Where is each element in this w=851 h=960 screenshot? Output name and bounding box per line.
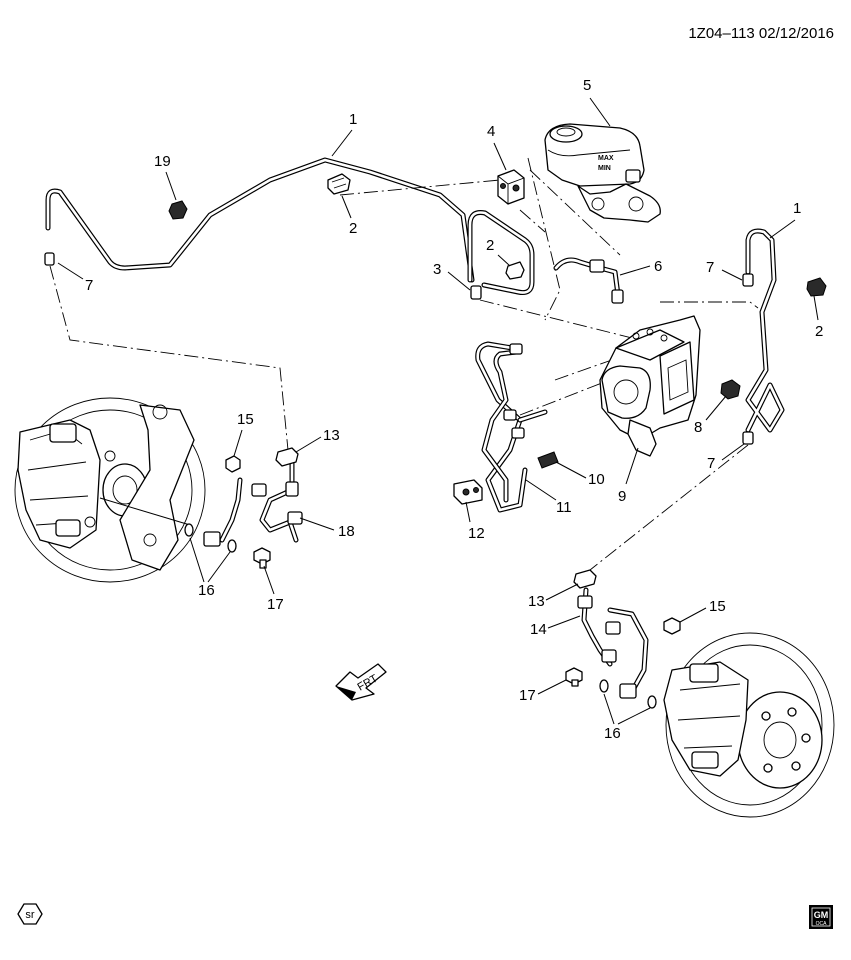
brake-pipe-left [45, 157, 475, 283]
callout-number-c2b: 2 [486, 237, 494, 254]
callout-1-right: 1 [769, 200, 801, 239]
brake-pipe-loop [467, 210, 535, 295]
front-direction-arrow: FRT [335, 663, 387, 701]
brake-hose-6: 6 [553, 257, 662, 304]
callout-number-c16b: 16 [604, 725, 621, 742]
callout-number-c7c: 7 [707, 455, 715, 472]
clip-8: 8 [694, 379, 741, 436]
callout-number-c14: 14 [530, 621, 547, 638]
callout-number-c17a: 17 [267, 596, 284, 613]
fitting-7-right-upper: 7 [706, 259, 754, 287]
callout-number-c6: 6 [654, 258, 662, 275]
callout-number-c7a: 7 [85, 277, 93, 294]
callout-number-c4: 4 [487, 123, 495, 140]
abs-module-9: 9 [599, 315, 701, 505]
callout-number-c15b: 15 [709, 598, 726, 615]
callout-number-c13a: 13 [323, 427, 340, 444]
callout-number-c15a: 15 [237, 411, 254, 428]
callout-number-c1b: 1 [793, 200, 801, 217]
diagram-reference: 1Z04–113 02/12/2016 [688, 25, 834, 42]
callout-number-c9: 9 [618, 488, 626, 505]
brake-pipe-abs-11: 11 [475, 341, 572, 516]
callout-number-c17b: 17 [519, 687, 536, 704]
callout-number-c8: 8 [694, 419, 702, 436]
callout-number-c13b: 13 [528, 593, 545, 610]
bolt-17-left: 17 [253, 547, 284, 613]
right-brake-caliper-rotor [663, 632, 835, 818]
service-symbol-text: sr [25, 909, 35, 921]
reservoir-min-mark: MIN [598, 165, 611, 172]
callout-number-c2a: 2 [349, 220, 357, 237]
fitting-7-right-lower: 7 [707, 431, 754, 472]
clip-13-right: 13 [528, 569, 597, 610]
washers-16-left: 16 [184, 523, 237, 599]
callout-number-c7b: 7 [706, 259, 714, 276]
master-cylinder-5: MAX MIN 5 [544, 77, 661, 223]
clip-10: 10 [537, 451, 605, 488]
callout-number-c10: 10 [588, 471, 605, 488]
connection-lines [49, 157, 759, 571]
fitting-3: 3 [433, 261, 482, 300]
gm-logo-top: GM [814, 910, 829, 920]
callout-number-c12: 12 [468, 525, 485, 542]
callout-number-c18: 18 [338, 523, 355, 540]
clip-13-left: 13 [275, 427, 340, 467]
bolt-15-left: 15 [225, 411, 254, 473]
clip-2-upper: 2 [327, 173, 357, 237]
gm-logo-bottom: OCA [816, 921, 828, 927]
clip-2-loop: 2 [486, 237, 525, 280]
callout-number-c19: 19 [154, 153, 171, 170]
brake-hose-18: 18 [219, 457, 355, 543]
brake-hose-14: 14 [530, 587, 649, 691]
gm-logo: GM OCA [809, 905, 833, 929]
clip-2-right: 2 [806, 277, 827, 340]
callout-number-c5: 5 [583, 77, 591, 94]
proportioning-valve-4: 4 [487, 123, 525, 205]
reservoir-max-mark: MAX [598, 155, 614, 162]
brake-pipe-right [745, 228, 785, 433]
callout-number-c2c: 2 [815, 323, 823, 340]
bolt-15-right: 15 [663, 598, 726, 635]
callout-1-left: 1 [331, 111, 357, 157]
callout-number-c16a: 16 [198, 582, 215, 599]
bolt-17-right: 17 [519, 667, 583, 704]
service-symbol: sr [17, 903, 43, 925]
grommet-19: 19 [154, 153, 188, 220]
washers-16-right: 16 [599, 679, 657, 742]
callout-number-c3: 3 [433, 261, 441, 278]
left-brake-caliper-rotor [14, 397, 206, 583]
fitting-7-left: 7 [44, 252, 93, 294]
junction-block-12: 12 [453, 479, 485, 542]
callout-number-c1a: 1 [349, 111, 357, 128]
callout-number-c11: 11 [556, 499, 572, 516]
